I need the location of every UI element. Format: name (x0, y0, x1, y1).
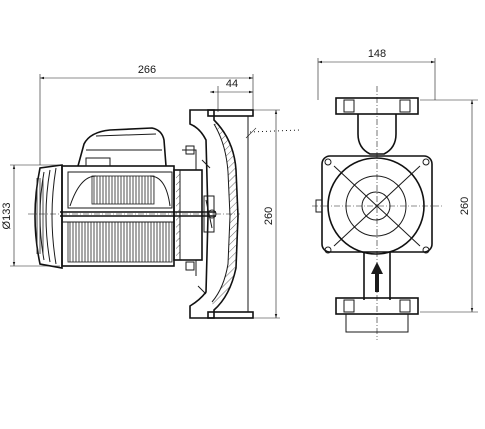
dim-label-overall-length: 266 (138, 64, 156, 76)
dimension-overall-length: 266 (39, 64, 254, 165)
fan-cover (34, 164, 63, 269)
dim-label-front-width: 148 (368, 48, 386, 60)
flow-arrow-icon (371, 262, 383, 292)
motor-flange (173, 145, 203, 276)
dim-label-flange-offset: 44 (226, 78, 238, 90)
dimension-motor-diameter: Ø133 (1, 164, 60, 267)
terminal-box (77, 127, 167, 167)
top-flange (335, 86, 419, 340)
dim-label-side-height: 260 (263, 207, 275, 225)
dimension-front-width: 148 (317, 48, 436, 100)
lower-pipe (363, 252, 391, 300)
side-view: 266 44 Ø133 260 (1, 64, 301, 319)
front-view: 148 260 (312, 48, 478, 340)
volute-body (312, 155, 442, 255)
pump-volute (189, 109, 254, 319)
dim-label-motor-diameter: Ø133 (1, 203, 13, 230)
flow-indicator (245, 127, 301, 139)
dim-label-front-height: 260 (459, 197, 471, 215)
dimension-front-height: 260 (420, 99, 478, 313)
motor-body (28, 165, 240, 267)
dimension-flange-offset: 44 (210, 78, 253, 112)
bottom-flange (335, 297, 419, 333)
